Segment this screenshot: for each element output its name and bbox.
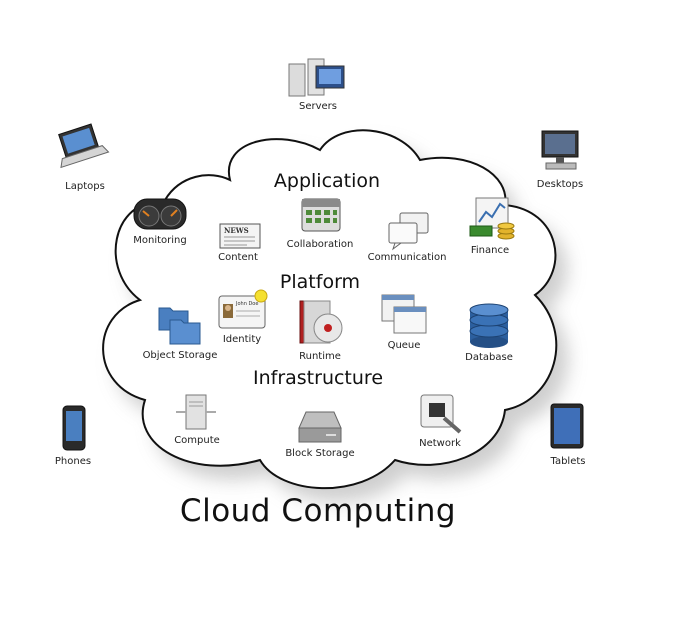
runtime-disc-icon (299, 300, 343, 344)
block-storage-label: Block Storage (285, 448, 355, 459)
content-label: Content (218, 252, 258, 263)
monitoring-label: Monitoring (133, 235, 187, 246)
calendar-icon (301, 198, 341, 232)
identity-label: Identity (222, 334, 262, 345)
servers-label: Servers (298, 101, 338, 112)
laptops-label: Laptops (65, 181, 105, 192)
queue-label: Queue (387, 340, 421, 351)
laptop-icon (58, 123, 110, 169)
communication-label: Communication (367, 252, 447, 263)
server-tower-icon (176, 394, 216, 430)
speech-bubbles-icon (388, 212, 429, 251)
folders-icon (158, 307, 201, 345)
servers-icon (288, 58, 345, 97)
desktops-label: Desktops (536, 179, 584, 190)
network-label: Network (419, 438, 461, 449)
newspaper-icon: NEWS (219, 223, 261, 249)
diagram-title: Cloud Computing (179, 493, 457, 529)
phone-icon (62, 405, 86, 451)
speedometer-icon (133, 198, 187, 230)
svg-text:NEWS: NEWS (224, 226, 249, 235)
finance-chart-icon (469, 197, 515, 240)
platform-heading: Platform (279, 271, 361, 293)
application-heading: Application (273, 170, 381, 192)
collaboration-label: Collaboration (286, 239, 354, 250)
runtime-label: Runtime (299, 351, 341, 362)
database-icon (469, 303, 509, 348)
phones-label: Phones (54, 456, 92, 467)
database-label: Database (465, 352, 513, 363)
tablet-icon (550, 403, 584, 449)
network-jack-icon (420, 394, 462, 434)
infrastructure-heading: Infrastructure (252, 367, 384, 389)
queue-windows-icon (381, 294, 427, 334)
desktop-icon (541, 130, 579, 170)
compute-label: Compute (174, 435, 220, 446)
svg-text:John Doe: John Doe (235, 301, 258, 307)
tablets-label: Tablets (550, 456, 586, 467)
hard-drive-icon (298, 411, 342, 443)
object-storage-label: Object Storage (142, 350, 218, 361)
id-card-icon: John Doe (218, 289, 268, 329)
finance-label: Finance (470, 245, 510, 256)
